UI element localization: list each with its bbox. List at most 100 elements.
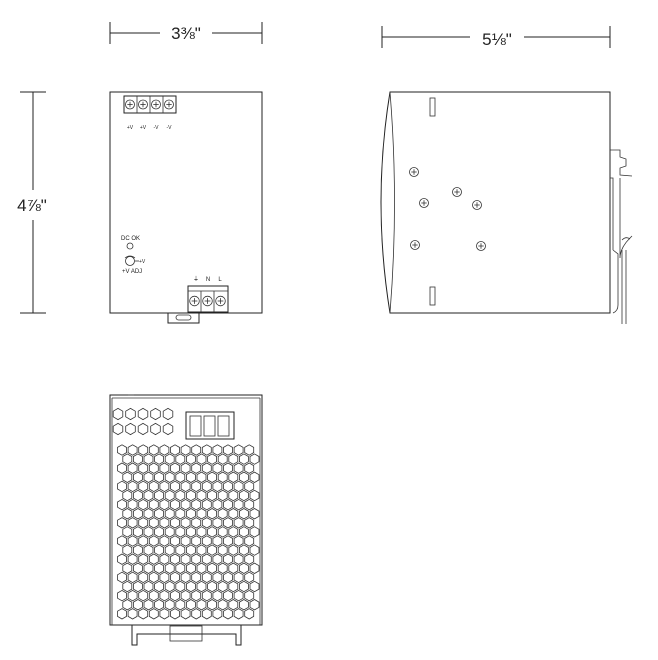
vent-hole (207, 489, 218, 502)
vent-hole (117, 589, 127, 602)
vent-hole (233, 535, 244, 547)
side-screw-3 (419, 198, 429, 208)
vent-hole (201, 462, 212, 474)
vent-hole (228, 453, 239, 465)
vent-hole (127, 589, 138, 602)
vent-hole (117, 608, 127, 620)
vent-hole (207, 544, 218, 556)
vent-hole (148, 498, 159, 511)
height-dimension-label: 4⅞" (17, 196, 47, 215)
vent-hole (249, 453, 260, 465)
vent-hole (217, 508, 228, 520)
vent-hole (132, 489, 143, 502)
output-terminal-block (123, 95, 177, 114)
vent-hole (143, 544, 154, 556)
output-terminal-screw-1 (125, 99, 135, 110)
vent-hole (164, 544, 175, 556)
output-terminal-labels: +V +V -V -V (127, 125, 172, 131)
vent-hole (196, 599, 207, 611)
side-screw-4 (472, 200, 482, 210)
vent-hole (148, 608, 159, 620)
vent-hole (122, 453, 133, 465)
vent-hole (154, 599, 165, 611)
height-dimension: 4⅞" (17, 91, 47, 314)
vent-hole (212, 480, 223, 493)
vent-view (109, 394, 263, 646)
vent-hole (233, 517, 244, 529)
vent-hole (233, 589, 244, 602)
vent-hole (117, 535, 127, 547)
vent-view-din-bracket (131, 625, 242, 646)
vent-hole (244, 480, 255, 493)
vent-hole (238, 562, 249, 574)
vent-hole (238, 599, 249, 611)
vent-hole (191, 608, 202, 620)
vent-hole (180, 553, 191, 565)
vent-hole (148, 444, 159, 456)
vent-hole (201, 517, 212, 529)
vent-hole (191, 444, 202, 456)
din-rail-mount (610, 149, 633, 324)
vent-hole (244, 462, 255, 474)
vent-hole (249, 471, 260, 483)
vent-hole (143, 580, 154, 593)
vent-hole (228, 471, 239, 483)
vent-hole (223, 608, 233, 620)
vent-hole (148, 571, 159, 584)
vent-hole (132, 544, 143, 556)
vent-hole (117, 444, 127, 456)
neutral-label: N (206, 277, 210, 283)
side-screw-5 (410, 240, 420, 250)
vent-hole (201, 535, 212, 547)
vent-hole (122, 508, 133, 520)
vent-hole (207, 508, 218, 520)
vent-hole (238, 544, 249, 556)
vent-hole (212, 608, 223, 620)
side-screw-2 (452, 187, 462, 197)
vent-hole (228, 508, 239, 520)
vent-hole (122, 580, 133, 593)
vent-hole (122, 526, 133, 538)
vent-hole (117, 571, 127, 584)
vent-hole (132, 508, 143, 520)
vent-hole (217, 562, 228, 574)
vent-hole (180, 517, 191, 529)
vent-hole (175, 562, 186, 574)
vent-hole (162, 407, 174, 421)
vent-hole (127, 608, 138, 620)
vent-hole (143, 526, 154, 538)
vent-hole (132, 526, 143, 538)
vent-hole (201, 444, 212, 456)
vent-hole (217, 599, 228, 611)
terminal-label-1: +V (127, 125, 134, 131)
vent-hole (154, 580, 165, 593)
vent-hole (164, 562, 175, 574)
vent-hole (148, 480, 159, 493)
vent-hole (191, 517, 202, 529)
vent-hole (201, 480, 212, 493)
voltage-adjust-label: +V ADJ (122, 269, 142, 275)
vent-hole (238, 453, 249, 465)
vent-hole (217, 580, 228, 593)
vent-hole (217, 544, 228, 556)
vent-hole (228, 562, 239, 574)
depth-dimension-label: 5⅛" (482, 30, 512, 49)
vent-hole (180, 608, 191, 620)
vent-hole (185, 526, 196, 538)
vent-hole (148, 589, 159, 602)
vent-hole (212, 571, 223, 584)
front-view-body (109, 91, 263, 314)
vent-hole (148, 553, 159, 565)
vent-hole (244, 535, 255, 547)
vent-hole (122, 562, 133, 574)
vent-hole (159, 589, 170, 602)
vent-hole (112, 422, 124, 436)
vent-hole (170, 589, 180, 602)
vent-hole (207, 526, 218, 538)
vent-hole (180, 571, 191, 584)
vent-hole (244, 589, 255, 602)
input-terminal-labels: ⏚ N L (193, 276, 222, 283)
vent-hole (207, 453, 218, 465)
vent-hole (175, 526, 186, 538)
line-label: L (218, 277, 222, 283)
